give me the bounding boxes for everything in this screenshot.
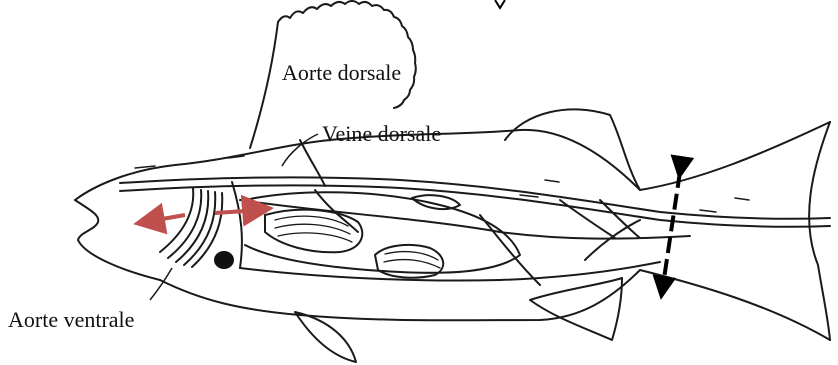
pelvic-fin [295,312,356,362]
gill-arches [160,188,222,267]
mouth-outline [75,200,160,280]
intestine-1-folds [275,216,352,242]
tail-double-arrow [662,172,680,292]
soft-dorsal-fin [505,109,640,190]
vessel-branch-3 [480,215,540,285]
dorsal-fin-front [250,22,278,148]
leader-veine-dorsale [282,134,318,166]
red-arrow-right [250,209,262,210]
label-aorte-ventrale: Aorte ventrale [8,309,134,331]
heart [214,251,234,269]
tail-fin-edge [809,122,830,340]
label-veine-dorsale: Veine dorsale [322,123,441,145]
operculum [232,182,242,268]
red-arrow-dash [215,211,245,213]
dorsal-vessel-lower [120,185,830,226]
red-arrow-left [145,215,185,222]
label-aorte-dorsale: Aorte dorsale [282,62,401,84]
visceral-cavity [245,192,520,273]
dorsal-fin-edge [278,1,416,108]
anal-fin [530,278,622,340]
top-arrow [495,0,505,8]
intestine-2-folds [384,252,440,268]
red-arrows [145,209,262,222]
ventral-vessel [240,262,660,281]
kidney [412,195,460,209]
vessel-branch-6 [585,220,640,260]
vessel-branch-1 [300,140,325,186]
